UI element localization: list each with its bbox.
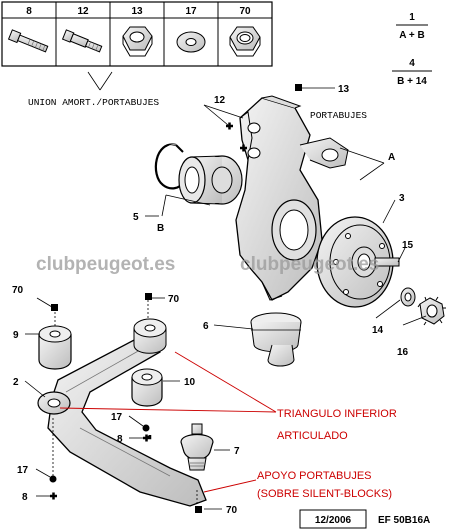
steering-knuckle-part [235, 95, 349, 301]
footer-code: EF 50B16A [378, 515, 430, 526]
front-bushing-part [37, 391, 71, 415]
callout-70-arm: 70 [168, 294, 180, 305]
callout-7: 7 [234, 446, 240, 457]
legend-ref-bolt: 8 [26, 6, 32, 17]
wheel-hub-part [316, 216, 400, 308]
callout-12: 12 [214, 95, 226, 106]
callout-10: 10 [184, 377, 196, 388]
bolt-icon [7, 29, 49, 53]
lock-nut-icon [229, 26, 261, 57]
hub-nut-part [417, 296, 446, 326]
callout-14: 14 [372, 325, 384, 336]
silent-block-10-part [131, 368, 163, 407]
callout-13: 13 [338, 84, 350, 95]
sleeve-part [250, 312, 302, 367]
silent-block-part [38, 325, 72, 370]
shoulder-bolt-icon [61, 29, 103, 53]
ball-joint-part [180, 423, 214, 471]
callout-9: 9 [13, 330, 19, 341]
ratio-2-top: 4 [409, 58, 415, 69]
callout-A: A [388, 152, 395, 163]
ratio-2-bottom: B + 14 [397, 76, 427, 87]
note-triangulo-line1: TRIANGULO INFERIOR [277, 408, 397, 420]
callout-B: B [157, 223, 164, 234]
callout-15: 15 [402, 240, 414, 251]
ratio-1-bottom: A + B [399, 30, 424, 41]
callout-16: 16 [397, 347, 409, 358]
circlip-part [154, 143, 184, 190]
nut-icon [122, 26, 153, 57]
fastener-legend: 8 12 13 17 70 [1, 1, 273, 67]
footer: 12/2006 EF 50B16A [299, 509, 430, 529]
ratio-1-top: 1 [409, 12, 415, 23]
callout-numbers: 13 12 A 3 15 14 16 5 B 6 70 70 9 2 10 17… [12, 84, 414, 516]
callout-8-mid: 8 [117, 434, 123, 445]
callout-5: 5 [133, 212, 139, 223]
callout-2: 2 [13, 377, 19, 388]
hub-washer-part [400, 287, 416, 307]
ratio-key: 1 A + B 4 B + 14 [392, 12, 432, 87]
red-leader-lines [59, 351, 277, 493]
callout-17-mid: 17 [111, 412, 123, 423]
washer-icon [176, 31, 206, 53]
callout-70-left: 70 [12, 285, 24, 296]
legend-ref-lock-nut: 70 [239, 6, 251, 17]
note-triangulo-line2: ARTICULADO [277, 430, 348, 442]
callout-3: 3 [399, 193, 405, 204]
rear-bushing-part [133, 318, 167, 354]
caption-union-amort: UNION AMORT./PORTABUJES [28, 97, 159, 108]
note-apoyo-line2: (SOBRE SILENT-BLOCKS) [257, 488, 392, 500]
legend-ref-nut: 13 [131, 6, 143, 17]
caption-portabujes: PORTABUJES [310, 110, 367, 121]
wheel-bearing-part [178, 155, 243, 205]
lower-wishbone-part [47, 333, 207, 507]
watermark-right: clubpeugeot.es [240, 254, 379, 275]
callout-8-left: 8 [22, 492, 28, 503]
callout-70-bottom: 70 [226, 505, 238, 516]
callout-17-left: 17 [17, 465, 29, 476]
leader-lines [24, 87, 427, 510]
markers [49, 84, 302, 513]
legend-ref-shoulder-bolt: 12 [77, 6, 89, 17]
note-apoyo-line1: APOYO PORTABUJES [257, 470, 372, 482]
legend-ref-washer: 17 [185, 6, 197, 17]
watermark-left: clubpeugeot.es [36, 254, 175, 275]
footer-date: 12/2006 [315, 515, 352, 526]
callout-6: 6 [203, 321, 209, 332]
